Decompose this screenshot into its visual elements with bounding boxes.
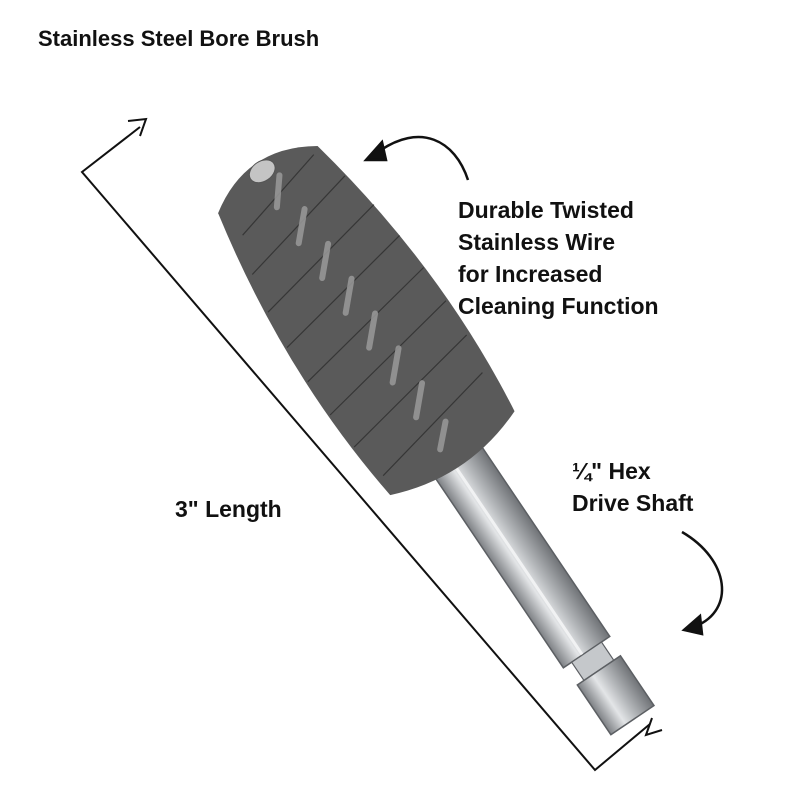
wire-callout-label: Durable Twisted Stainless Wire for Incre… <box>458 194 659 322</box>
hex-callout-label: ¼" Hex Drive Shaft <box>572 455 693 519</box>
curved-arrow-icon <box>363 135 470 181</box>
length-callout-label: 3" Length <box>175 496 282 522</box>
curved-arrow-icon <box>681 530 724 636</box>
dimension-arrow-icon <box>80 117 663 772</box>
hex-callout-line-2: Drive Shaft <box>572 490 694 516</box>
wire-callout-line-4: Cleaning Function <box>458 293 659 319</box>
bore-brush <box>218 146 656 736</box>
hex-callout-line-1: ¼" Hex <box>572 458 651 484</box>
hex-shaft <box>422 428 656 736</box>
diagram-title: Stainless Steel Bore Brush <box>38 26 320 51</box>
wire-bristles <box>218 146 515 496</box>
wire-callout-line-3: for Increased <box>458 261 603 287</box>
wire-callout-line-1: Durable Twisted <box>458 197 634 223</box>
wire-callout-line-2: Stainless Wire <box>458 229 616 255</box>
